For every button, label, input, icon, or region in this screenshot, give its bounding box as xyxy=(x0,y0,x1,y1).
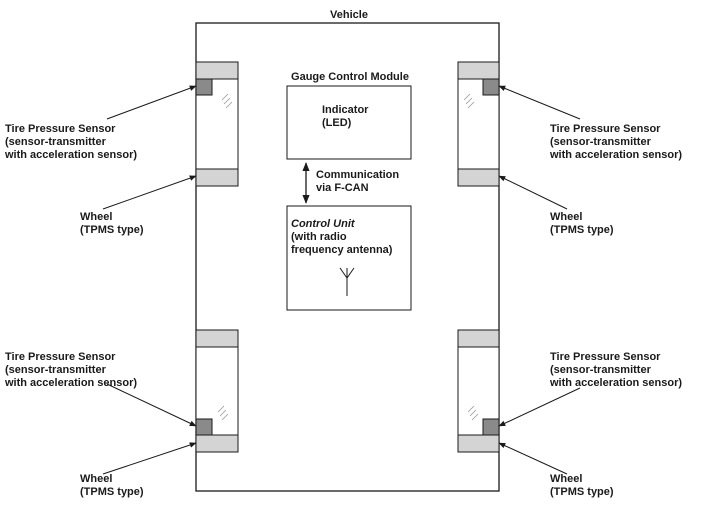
arrow-sensor-front-left xyxy=(106,85,197,120)
arrow-wheel-rear-right xyxy=(498,442,568,475)
svg-text:Tire Pressure Sensor: Tire Pressure Sensor xyxy=(5,123,116,135)
arrow-wheel-rear-left xyxy=(102,442,197,475)
label-sensor-front-right: Tire Pressure Sensor (sensor-transmitter… xyxy=(549,123,682,161)
label-wheel-rear-left: Wheel (TPMS type) xyxy=(80,473,144,498)
svg-text:(sensor-transmitter: (sensor-transmitter xyxy=(5,136,107,148)
tire-pressure-sensor-front-left xyxy=(195,78,213,96)
svg-text:with acceleration sensor): with acceleration sensor) xyxy=(4,149,137,161)
control-unit-sub1: (with radio xyxy=(291,231,347,243)
label-wheel-rear-right: Wheel (TPMS type) xyxy=(550,473,614,498)
svg-text:(sensor-transmitter: (sensor-transmitter xyxy=(5,364,107,376)
svg-text:with acceleration sensor): with acceleration sensor) xyxy=(549,149,682,161)
svg-text:(sensor-transmitter: (sensor-transmitter xyxy=(550,136,652,148)
wheel-rear-right xyxy=(457,329,500,453)
svg-text:Wheel: Wheel xyxy=(80,211,112,223)
wheel-front-left xyxy=(195,61,239,187)
svg-text:(TPMS type): (TPMS type) xyxy=(80,486,144,498)
svg-text:Tire Pressure Sensor: Tire Pressure Sensor xyxy=(550,123,661,135)
arrow-sensor-rear-left xyxy=(106,383,197,427)
control-unit-sub2: frequency antenna) xyxy=(291,244,393,256)
arrow-wheel-front-right xyxy=(498,175,568,210)
vehicle-outline xyxy=(195,22,500,492)
indicator-label: Indicator xyxy=(322,104,369,116)
tire-pressure-sensor-rear-right xyxy=(482,418,500,436)
svg-text:Wheel: Wheel xyxy=(550,473,582,485)
svg-text:(TPMS type): (TPMS type) xyxy=(550,224,614,236)
arrow-sensor-rear-right xyxy=(498,387,581,427)
wheel-front-right xyxy=(457,61,500,187)
svg-text:(TPMS type): (TPMS type) xyxy=(550,486,614,498)
svg-text:with acceleration sensor): with acceleration sensor) xyxy=(4,377,137,389)
communication-via-label: via F-CAN xyxy=(316,182,369,194)
communication-label: Communication xyxy=(316,169,399,181)
svg-text:Wheel: Wheel xyxy=(80,473,112,485)
control-unit-box xyxy=(286,205,412,311)
label-sensor-rear-right: Tire Pressure Sensor (sensor-transmitter… xyxy=(549,351,682,389)
gauge-control-module-box xyxy=(286,85,412,160)
label-sensor-rear-left: Tire Pressure Sensor (sensor-transmitter… xyxy=(4,351,137,389)
svg-text:Tire Pressure Sensor: Tire Pressure Sensor xyxy=(5,351,116,363)
label-sensor-front-left: Tire Pressure Sensor (sensor-transmitter… xyxy=(4,123,137,161)
svg-text:Tire Pressure Sensor: Tire Pressure Sensor xyxy=(550,351,661,363)
svg-text:(sensor-transmitter: (sensor-transmitter xyxy=(550,364,652,376)
arrow-sensor-front-right xyxy=(498,85,581,120)
svg-text:Wheel: Wheel xyxy=(550,211,582,223)
antenna-icon xyxy=(339,267,355,296)
tire-pressure-sensor-front-right xyxy=(482,78,500,96)
wheel-rear-left xyxy=(195,329,239,453)
label-wheel-front-right: Wheel (TPMS type) xyxy=(550,211,614,236)
indicator-led-label: (LED) xyxy=(322,117,352,129)
svg-text:with acceleration sensor): with acceleration sensor) xyxy=(549,377,682,389)
label-wheel-front-left: Wheel (TPMS type) xyxy=(80,211,144,236)
tire-pressure-sensor-rear-left xyxy=(195,418,213,436)
gauge-control-module-title: Gauge Control Module xyxy=(291,71,409,83)
vehicle-label: Vehicle xyxy=(330,9,368,21)
control-unit-title: Control Unit xyxy=(291,218,356,230)
arrow-wheel-front-left xyxy=(102,175,197,210)
svg-text:(TPMS type): (TPMS type) xyxy=(80,224,144,236)
